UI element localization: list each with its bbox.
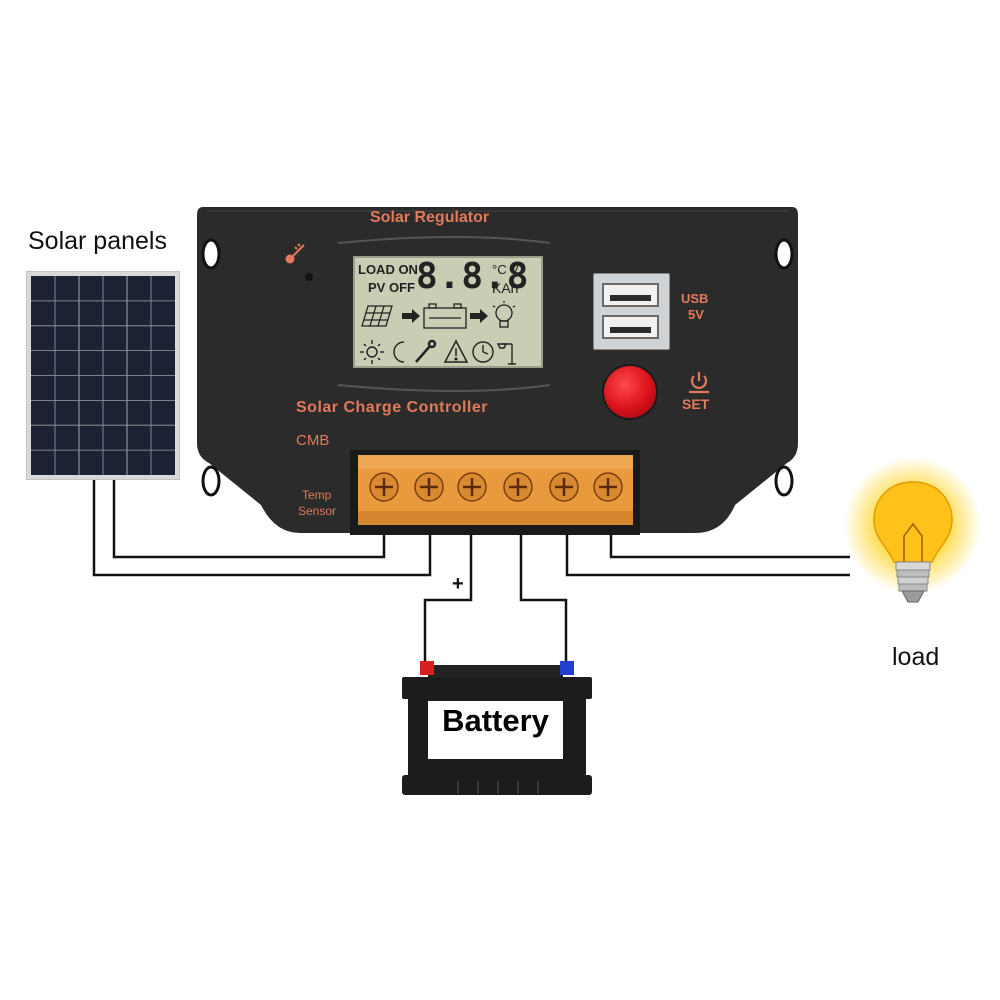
street-lamp-icon xyxy=(496,343,516,365)
lcd-icons-row2 xyxy=(360,339,516,365)
solar-wire-inner xyxy=(112,480,386,559)
brand-label: Solar Regulator xyxy=(370,209,490,226)
arrow-right-icon xyxy=(402,309,420,323)
solar-panels-label: Solar panels xyxy=(28,227,167,255)
lcd-pv-off: PV OFF xyxy=(368,280,415,295)
usb-label-line2: 5V xyxy=(688,307,704,322)
battery-label: Battery xyxy=(442,703,549,738)
load-wire-outer xyxy=(565,525,850,577)
battery-wire-positive xyxy=(423,525,473,665)
battery xyxy=(402,661,592,795)
warning-icon xyxy=(443,339,469,363)
arrow-right-icon xyxy=(470,309,488,323)
moon-icon xyxy=(393,341,405,363)
sun-icon xyxy=(360,340,384,364)
model-label: CMB xyxy=(296,432,330,449)
load-label: load xyxy=(892,643,940,671)
battery-negative-terminal xyxy=(560,661,574,675)
power-icon xyxy=(689,372,709,394)
usb-port-icon[interactable] xyxy=(602,283,659,307)
usb-port-icon[interactable] xyxy=(602,315,659,339)
wrench-icon xyxy=(415,339,437,363)
temp-sensor-label-line1: Temp xyxy=(302,488,332,502)
bulb-icon xyxy=(873,481,953,603)
bulb-icon xyxy=(492,301,516,328)
mount-hole xyxy=(774,465,794,497)
set-button[interactable] xyxy=(604,366,656,418)
usb-label-line1: USB xyxy=(681,291,709,306)
mount-hole xyxy=(201,238,221,270)
battery-positive-terminal xyxy=(420,661,434,675)
battery-wire-negative xyxy=(519,525,568,665)
clock-icon xyxy=(472,341,494,363)
temp-sensor-label-line2: Sensor xyxy=(298,504,337,518)
battery-icon xyxy=(423,303,467,329)
solar-panel xyxy=(26,271,180,480)
lcd-unit-bottom: KAh xyxy=(492,280,519,296)
solar-wire-outer xyxy=(92,480,432,577)
load-wire-inner xyxy=(609,525,850,559)
lcd-load-on: LOAD ON xyxy=(358,262,418,277)
solar-panel-icon xyxy=(361,305,393,327)
set-label: SET xyxy=(682,396,710,412)
product-name: Solar Charge Controller xyxy=(296,399,488,416)
mount-hole xyxy=(201,465,221,497)
lcd-icons-row1 xyxy=(361,301,516,329)
terminal-strip xyxy=(358,455,633,525)
plus-sign: + xyxy=(452,573,464,595)
thermometer-icon xyxy=(285,243,305,264)
lcd-digits: 8.8.8 xyxy=(416,256,530,297)
lcd-unit-top: °C V xyxy=(492,262,519,277)
mount-hole xyxy=(774,238,794,270)
